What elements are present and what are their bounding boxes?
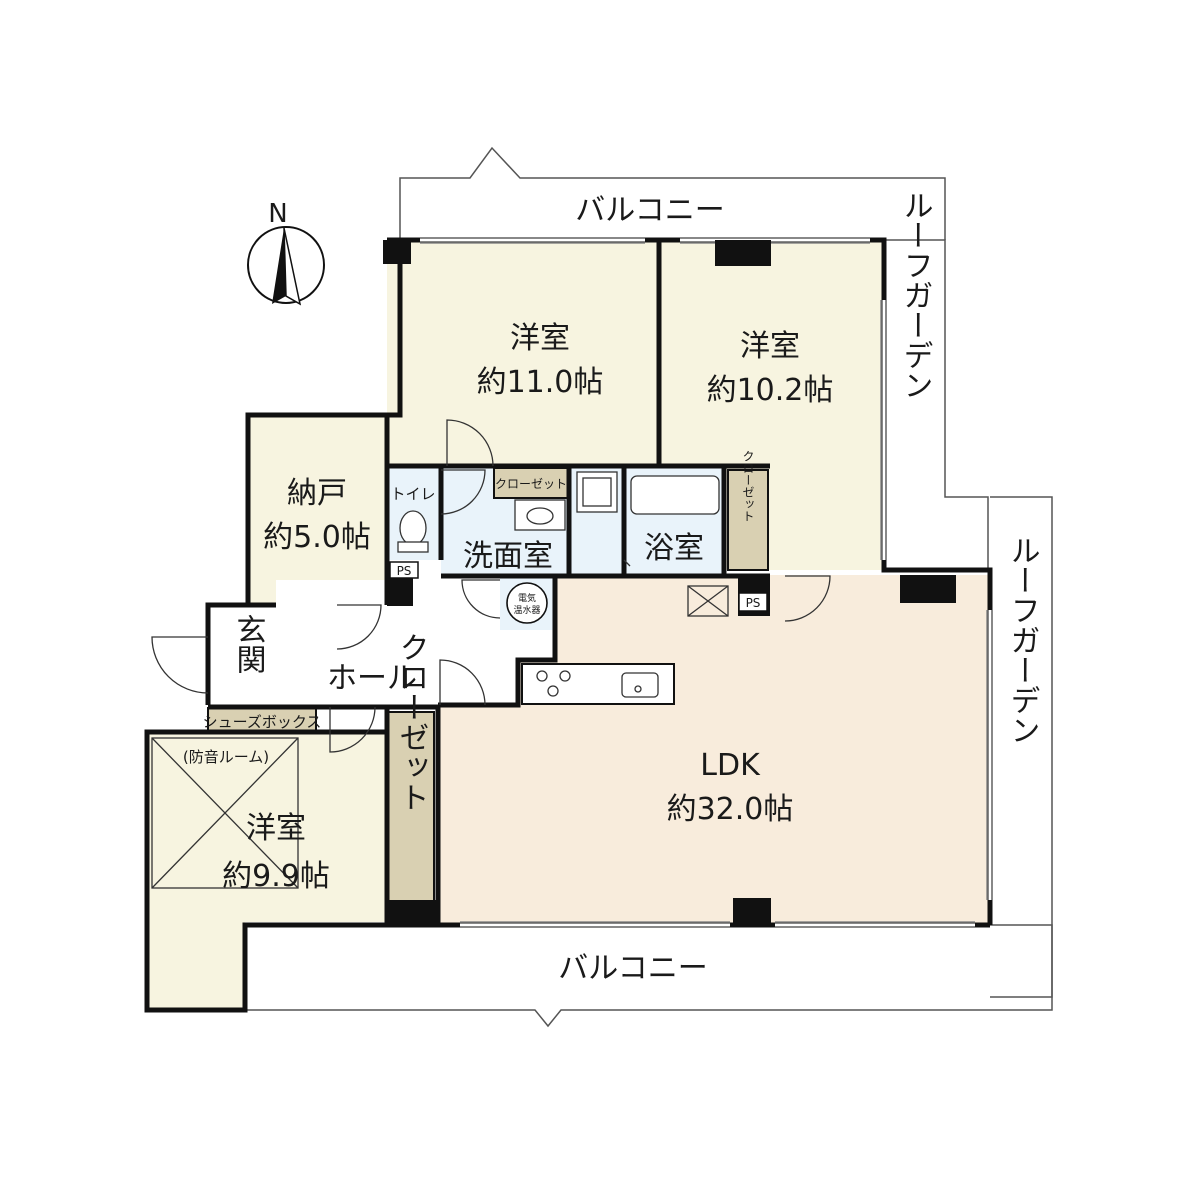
column-south-mid <box>733 898 771 925</box>
ldk-name: LDK <box>700 748 761 783</box>
range-hood <box>687 585 729 617</box>
washroom-closet-label: クローゼット <box>495 477 567 491</box>
washing-machine <box>576 471 618 513</box>
storage-room-name: 納戸 <box>287 476 347 511</box>
washbasin-counter <box>514 499 566 531</box>
door-ldk-east <box>784 575 831 622</box>
western-room-1-name: 洋室 <box>510 321 570 356</box>
door-bedroom-1 <box>446 419 494 467</box>
door-room-3 <box>329 706 376 753</box>
bath-side-closet-label: クローゼット <box>741 450 755 522</box>
room-fills <box>147 240 990 1010</box>
roof-garden-upper-label: ルーフガーデン <box>898 190 933 400</box>
western-room-3-name: 洋室 <box>246 811 306 846</box>
column-ps-1 <box>387 578 413 606</box>
toilet-tank <box>397 541 429 553</box>
ps-label-1: PS <box>397 564 412 578</box>
western-room-2-name: 洋室 <box>740 329 800 364</box>
shoe-box-shape <box>207 707 317 734</box>
water-heater <box>506 582 548 624</box>
hall-label: ホール <box>327 661 417 696</box>
window-openings <box>420 238 992 927</box>
ps-label-2: PS <box>746 596 761 610</box>
column-south-west <box>387 900 438 925</box>
compass-needle-half <box>283 227 302 306</box>
water-heater-label-2: 温水器 <box>513 604 540 616</box>
stove-burner-1 <box>536 670 548 682</box>
lower-roof-garden-outline <box>990 496 1053 998</box>
range-hood-cross-2 <box>687 585 729 617</box>
north-compass: N <box>247 199 325 306</box>
washbasin-bowl <box>526 507 554 525</box>
bath-side-closet-shape <box>727 469 769 571</box>
upper-roof-garden-outline <box>884 239 989 570</box>
storage-room-size: 約5.0帖 <box>263 520 371 555</box>
fixtures <box>151 471 729 889</box>
bottom-balcony-outline <box>239 924 1053 1028</box>
kitchen-sink <box>621 672 659 698</box>
western-room-3-fill <box>147 732 387 1010</box>
door-bath <box>623 559 631 567</box>
western-room-1-size: 約11.0帖 <box>477 365 604 400</box>
ps-box-1 <box>389 561 419 579</box>
entrance-fill <box>208 605 276 705</box>
toilet-label: トイレ <box>390 485 435 503</box>
compass-north-label: N <box>268 199 287 229</box>
washing-machine-inner <box>582 477 612 507</box>
ldk-size: 約32.0帖 <box>667 792 794 827</box>
entrance-label: 玄関 <box>231 614 266 674</box>
door-toilet <box>440 469 486 515</box>
window-frames <box>420 242 988 923</box>
bathroom-label: 浴室 <box>644 531 704 566</box>
door-hall-to-ldk <box>439 659 486 706</box>
water-heater-label-1: 電気 <box>518 592 536 604</box>
ps-box-2 <box>738 592 768 612</box>
door-entrance <box>151 636 209 694</box>
storage-room-fill <box>248 415 387 605</box>
soundproof-frame <box>151 737 299 889</box>
kitchen-counter <box>521 663 675 705</box>
ldk-fill <box>438 575 990 925</box>
hall-closet-shape <box>387 711 435 903</box>
stove-burner-2 <box>559 670 571 682</box>
balcony-bottom-label: バルコニー <box>558 951 707 986</box>
soundproof-room-note: (防音ルーム) <box>183 748 269 766</box>
washroom-label: 洗面室 <box>463 539 553 574</box>
door-swings <box>151 419 831 753</box>
wall-western-room-1 <box>384 240 403 466</box>
stove-burner-3 <box>547 685 559 697</box>
hall-closet-label: クローゼット <box>394 632 429 812</box>
wall-ldk-west <box>438 578 558 708</box>
western-room-2-size: 約10.2帖 <box>707 373 834 408</box>
closets <box>207 467 769 903</box>
shoe-box-label: シューズボックス <box>203 713 322 731</box>
soundproof-cross-2 <box>151 737 299 889</box>
western-room-1-fill <box>387 240 659 465</box>
bathtub <box>630 475 720 515</box>
top-balcony-outline <box>399 146 946 240</box>
outdoor-outlines <box>239 146 1053 1028</box>
western-room-3-size: 約9.9帖 <box>222 859 330 894</box>
column-north-mid <box>715 240 771 266</box>
door-washroom <box>461 579 501 619</box>
roof-garden-lower-label: ルーフガーデン <box>1005 535 1040 745</box>
column-nw <box>383 240 411 264</box>
column-east <box>900 575 956 603</box>
wall-western-room-3 <box>144 729 387 1013</box>
door-storage <box>336 604 382 650</box>
toilet-bowl <box>399 510 427 546</box>
balcony-top-label: バルコニー <box>575 193 724 228</box>
kitchen-drain <box>634 685 642 693</box>
